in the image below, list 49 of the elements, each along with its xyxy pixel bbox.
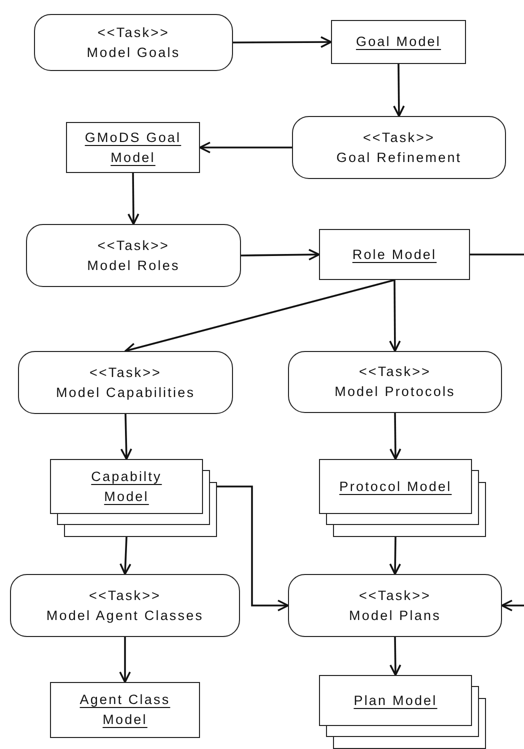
task-name: Model Agent Classes [46,606,204,625]
stereotype-label: <<Task>> [97,24,170,42]
task-box [34,14,233,71]
arrow [389,636,402,676]
arrow [120,414,132,460]
task-name: Model Roles [87,256,180,274]
task-box [292,116,506,179]
task-box [10,574,240,637]
model-box [66,122,200,173]
model-box [319,229,470,280]
arrow [393,64,405,117]
task-box [288,574,502,637]
model-name: Plan Model [352,692,438,710]
model-name: Protocol Model [338,478,453,496]
stereotype-label: <<Task>> [362,128,436,146]
arrow [128,173,140,225]
model-name: Goal Model [354,33,442,51]
arrow [389,536,402,575]
arrow [390,413,402,460]
stereotype-label: <<Task>> [88,586,162,604]
task-name: Model Capabilities [56,384,196,402]
stacked-document-box [319,459,486,537]
task-name: Goal Refinement [336,148,462,166]
arrow [389,280,401,352]
task-name: Model Protocols [334,383,456,401]
task-name: Model Goals [86,44,180,62]
arrow [119,637,131,683]
arrow [501,600,524,612]
model-box [50,682,200,738]
arrow [199,142,292,154]
stereotype-label: <<Task>> [97,236,170,254]
task-box [18,351,233,414]
arrow [217,486,289,612]
arrow [233,36,332,48]
stereotype-label: <<Task>> [358,586,432,604]
model-name: Agent Class Model [78,691,172,729]
stacked-document-box [319,675,486,749]
arrow [240,248,320,261]
stereotype-label: <<Task>> [89,364,162,382]
task-box [26,224,241,287]
model-name: Role Model [351,246,438,264]
task-name: Model Plans [349,606,441,624]
arrow [120,536,132,575]
stacked-document-box [50,459,217,537]
model-name: Capabilty Model [90,468,163,506]
task-box [288,351,502,413]
model-box [331,20,466,64]
stereotype-label: <<Task>> [358,363,432,381]
model-name: GMoDS Goal Model [84,128,182,166]
